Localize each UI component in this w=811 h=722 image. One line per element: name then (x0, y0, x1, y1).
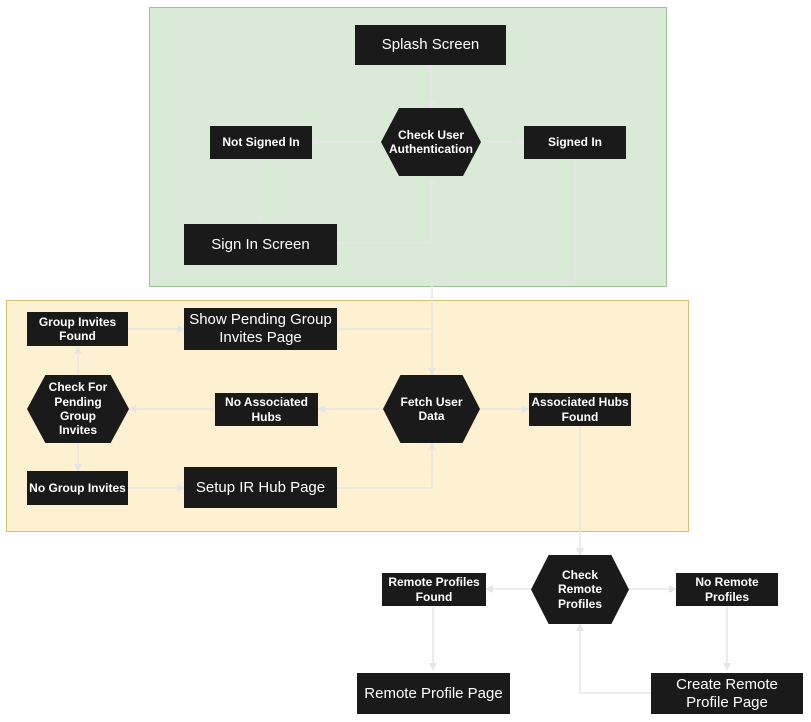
create-remote-profile-page-node: Create Remote Profile Page (651, 673, 803, 714)
no-remote-profiles-node: No Remote Profiles (676, 573, 778, 606)
no-associated-hubs-node: No Associated Hubs (215, 393, 318, 426)
check-user-authentication-node: Check User Authentication (381, 108, 481, 176)
sign-in-screen-node: Sign In Screen (184, 224, 337, 265)
splash-screen-node: Splash Screen (355, 25, 506, 65)
fetch-user-data-node: Fetch User Data (383, 375, 480, 443)
connector-signed-in-to-fetch (428, 159, 576, 376)
not-signed-in-node: Not Signed In (210, 126, 312, 159)
group-invites-found-node: Group Invites Found (27, 312, 128, 346)
check-pending-group-invites-node: Check For Pending Group Invites (27, 375, 129, 443)
check-remote-profiles-node: Check Remote Profiles (531, 555, 629, 624)
connector-sign-in-to-auth (337, 176, 435, 244)
signed-in-node: Signed In (524, 126, 626, 159)
remote-profile-page-node: Remote Profile Page (357, 673, 510, 714)
connector-create-to-check-profiles (576, 623, 651, 694)
show-pending-group-invites-page-node: Show Pending Group Invites Page (184, 308, 337, 350)
no-group-invites-node: No Group Invites (27, 471, 128, 505)
setup-ir-hub-page-node: Setup IR Hub Page (184, 467, 337, 508)
connector-setup-to-fetch (337, 442, 436, 489)
remote-profiles-found-node: Remote Profiles Found (382, 573, 486, 606)
associated-hubs-found-node: Associated Hubs Found (529, 393, 631, 426)
